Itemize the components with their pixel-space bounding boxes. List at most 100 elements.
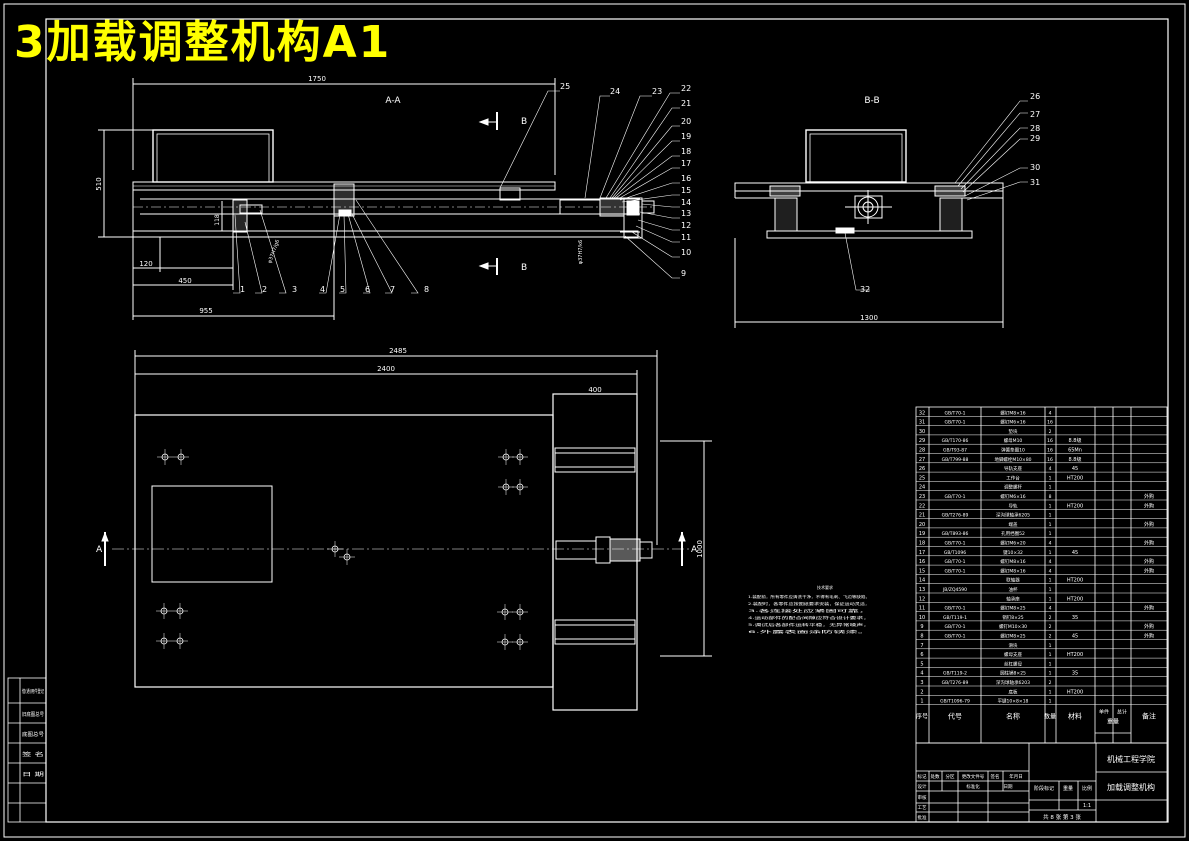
section-b-marker-top: B: [521, 117, 527, 127]
callout-number: 19: [681, 132, 691, 141]
callout-number: 2: [262, 285, 267, 294]
bom-name: 销钉8×25: [1002, 614, 1023, 621]
bom-remark: 外购: [1144, 558, 1154, 565]
bom-name: 丝杠螺母: [1004, 660, 1022, 667]
bom-qty: 16: [1047, 420, 1053, 426]
bom-qty: 16: [1047, 438, 1053, 444]
bom-qty: 1: [1049, 689, 1052, 695]
bom-remark: 外购: [1144, 521, 1154, 528]
bom-qty: 1: [1049, 475, 1052, 481]
bom-material: HT200: [1067, 578, 1083, 584]
bom-qty: 1: [1049, 578, 1052, 584]
bom-no: 4: [920, 671, 923, 677]
bom-code: GB/T70-1: [944, 410, 965, 416]
section-aa: [98, 78, 680, 320]
bom-no: 6: [920, 652, 923, 658]
callout-number: 3: [292, 285, 297, 294]
bom-header-weight-total: 总计: [1117, 709, 1127, 716]
bom-name: 螺钉M8×16: [1000, 567, 1025, 574]
bom-name: 联轴器: [1006, 577, 1020, 584]
bom-no: 18: [919, 541, 925, 547]
callout-number: 17: [681, 159, 691, 168]
bom-code: GB/T70-1: [944, 541, 965, 547]
bom-remark: 外购: [1144, 567, 1154, 574]
revision-cell: 更改文件号: [962, 773, 985, 780]
bom-code: GB/T119-1: [943, 615, 967, 621]
bom-name: 螺钉M8×16: [1000, 409, 1025, 416]
bom-name: 螺钉M6×16: [1000, 493, 1025, 500]
bom-qty: 2: [1049, 615, 1052, 621]
bom-qty: 16: [1047, 457, 1053, 463]
callout-number: 28: [1030, 124, 1040, 133]
bom-no: 22: [919, 503, 925, 509]
bom-qty: 4: [1049, 606, 1052, 612]
revision-cell: 处数: [931, 773, 940, 780]
bom-code: GB/T1096-79: [940, 699, 970, 705]
date-label: 日期: [1004, 784, 1013, 790]
bom-material: 45: [1072, 634, 1078, 640]
bom-qty: 1: [1049, 485, 1052, 491]
bom-name: 孔用挡圈52: [1001, 530, 1025, 537]
bom-qty: 2: [1049, 624, 1052, 630]
note-line: 3.各连接处应紧固可靠，: [748, 608, 870, 613]
scale-value: 1:1: [1083, 803, 1091, 809]
role-cell: 设计: [918, 783, 927, 790]
fit-note-right: φ37H7/k6: [578, 240, 584, 264]
bom-no: 5: [920, 661, 923, 667]
callout-number: 14: [681, 198, 691, 207]
bom-name: 油杯: [1009, 586, 1018, 593]
callout-number: 9: [681, 269, 686, 278]
bom-qty: 1: [1049, 596, 1052, 602]
bom-name: 底板: [1009, 688, 1018, 695]
bom-no: 16: [919, 559, 925, 565]
bom-no: 26: [919, 466, 925, 472]
bom-qty: 1: [1049, 513, 1052, 519]
revision-cell: 分区: [946, 773, 955, 780]
note-line: 4.运动部件的配合间隙应符合设计要求，: [748, 615, 870, 620]
bom-no: 12: [919, 596, 925, 602]
dim-height-510: 510: [95, 177, 103, 190]
scale-label: 比例: [1082, 785, 1092, 792]
bom-material: 45: [1072, 466, 1078, 472]
bom-no: 2: [920, 689, 923, 695]
section-label-aa: A-A: [385, 96, 401, 106]
bom-name: 地脚螺栓M10×80: [994, 456, 1031, 463]
bom-name: 螺钉M6×20: [1000, 540, 1025, 547]
callout-number: 13: [681, 209, 691, 218]
callout-number: 7: [390, 285, 395, 294]
callout-number: 32: [860, 285, 870, 294]
bom-header-material: 材料: [1068, 712, 1082, 721]
technical-notes: 技术要求1.装配前，所有零件应清洗干净，不得有毛刺、飞边等缺陷，2.装配时，各零…: [748, 584, 870, 634]
bom-code: GB/T93-87: [943, 448, 967, 454]
bom-qty: 1: [1049, 671, 1052, 677]
revision-cell: 年月日: [1009, 773, 1023, 780]
bom-code: GB/T1096: [944, 550, 966, 556]
bom-name: 圆柱销8×25: [1000, 670, 1026, 677]
bom-code: GB/T276-89: [942, 680, 969, 686]
bom-header-no: 序号: [916, 713, 928, 721]
callout-number: 18: [681, 147, 691, 156]
bom-no: 1: [920, 699, 923, 705]
side-stamp-cell: 底图总号: [22, 731, 44, 738]
callout-number: 25: [560, 82, 570, 91]
bom-code: GB/T70-1: [944, 494, 965, 500]
section-bb: [734, 100, 1028, 328]
sheet-count: 共 8 张 第 3 张: [1043, 813, 1081, 821]
callout-number: 31: [1030, 178, 1040, 187]
dim-h118: 118: [214, 214, 221, 226]
drawing-title: 3加载调整机构A1: [14, 17, 392, 68]
bom-name: 工作台: [1006, 474, 1020, 481]
plan-view: [101, 350, 712, 711]
callout-number: 12: [681, 221, 691, 230]
bom-no: 24: [919, 485, 925, 491]
bom-header-remark: 备注: [1142, 712, 1156, 721]
role-cell: 审核: [918, 794, 927, 801]
bom-no: 19: [919, 531, 925, 537]
school-name: 机械工程学院: [1107, 754, 1155, 764]
bom-name: 螺母支座: [1004, 651, 1022, 658]
bom-code: GB/T799-88: [942, 457, 969, 463]
bom-header-code: 代号: [948, 712, 962, 721]
side-stamp-cell: 签 名: [22, 751, 44, 758]
